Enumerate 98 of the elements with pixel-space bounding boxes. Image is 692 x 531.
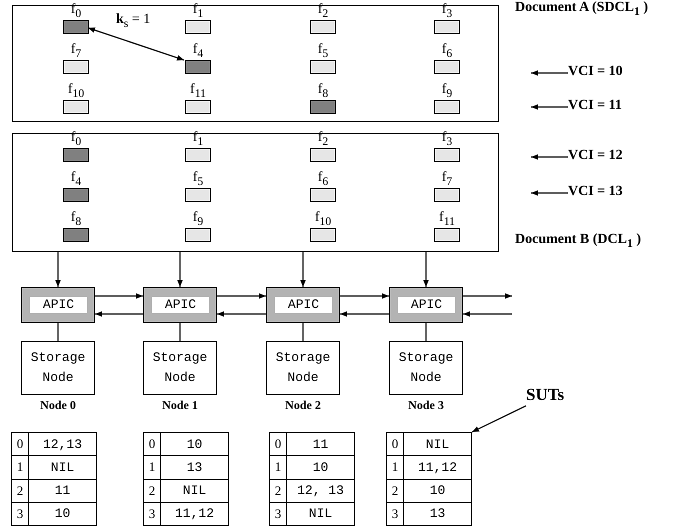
table-cell: 1 — [12, 456, 28, 479]
node-caption: Node 2 — [284, 398, 322, 413]
edge-label: k$_{s}$ = 1 — [116, 12, 150, 30]
arrow — [531, 154, 568, 160]
connector-line — [425, 323, 427, 341]
fragment-label: f$_{5}$ — [316, 43, 330, 61]
table-cell: 13 — [160, 456, 228, 479]
storage-label: Storage Node — [152, 349, 208, 387]
fragment-label: f$_{9}$ — [440, 83, 454, 101]
connector-line — [179, 323, 181, 341]
arrow — [340, 293, 389, 299]
table-cell: 2 — [144, 479, 160, 502]
fragment-label: f$_{5}$ — [192, 171, 204, 189]
arrow — [95, 293, 143, 299]
arrow — [531, 190, 568, 196]
table-cell: 1 — [270, 456, 286, 479]
connector-line — [57, 323, 59, 341]
table-cell: 11 — [286, 432, 354, 456]
fragment-label: f$_{10}$ — [314, 211, 332, 229]
table-cell: 0 — [270, 432, 286, 456]
fragment-label: f$_{8}$ — [316, 83, 330, 101]
fragment-label: f$_{4}$ — [70, 171, 82, 189]
sut-table — [269, 432, 355, 526]
fragment-label: f$_{11}$ — [438, 211, 456, 229]
arrow — [88, 27, 184, 61]
arrow — [95, 311, 143, 317]
table-cell: 11,12 — [160, 502, 228, 526]
table-cell: 3 — [12, 502, 28, 526]
table-cell: 2 — [12, 479, 28, 502]
table-cell: 10 — [404, 479, 472, 502]
arrow — [340, 311, 389, 317]
vci-label: VCI = 10 — [568, 64, 640, 82]
arrow — [423, 252, 429, 287]
table-cell: 3 — [144, 502, 160, 526]
arrow — [217, 293, 266, 299]
table-cell: 1 — [386, 456, 404, 479]
apic-label: APIC — [30, 297, 87, 313]
fragment-label: f$_{6}$ — [440, 43, 454, 61]
table-cell: NIL — [28, 456, 96, 479]
table-cell: 0 — [144, 432, 160, 456]
table-cell: 1 — [144, 456, 160, 479]
table-cell: NIL — [160, 479, 228, 502]
vci-label: VCI = 11 — [568, 98, 640, 116]
arrow — [217, 311, 266, 317]
fragment-label: f$_{10}$ — [66, 83, 86, 101]
apic-box — [389, 287, 463, 323]
table-cell: 11,12 — [404, 456, 472, 479]
document-title: Document A (SDCL$_{1}$ ) — [515, 0, 648, 18]
sut-table — [386, 432, 472, 526]
arrow — [463, 311, 512, 317]
table-cell: 10 — [160, 432, 228, 456]
document-title: Document B (DCL$_{1}$ ) — [515, 232, 641, 250]
vci-label: VCI = 12 — [568, 148, 640, 166]
vci-label: VCI = 13 — [568, 184, 640, 202]
node-caption: Node 1 — [161, 398, 199, 413]
arrow — [55, 252, 61, 287]
table-cell: 13 — [404, 502, 472, 526]
storage-label: Storage Node — [274, 349, 332, 387]
table-cell: 10 — [286, 456, 354, 479]
fragment-label: f$_{4}$ — [192, 43, 204, 61]
table-cell: 3 — [270, 502, 286, 526]
fragment-label: f$_{11}$ — [189, 83, 207, 101]
storage-label: Storage Node — [398, 349, 454, 387]
apic-box — [266, 287, 340, 323]
table-cell: 0 — [12, 432, 28, 456]
callout-label: SUTs — [526, 385, 586, 411]
node-caption: Node 0 — [39, 398, 77, 413]
table-cell: 12, 13 — [286, 479, 354, 502]
apic-label: APIC — [152, 297, 209, 313]
table-cell: NIL — [404, 432, 472, 456]
table-cell: 2 — [270, 479, 286, 502]
table-cell: 3 — [386, 502, 404, 526]
apic-box — [143, 287, 217, 323]
arrow — [531, 70, 568, 76]
arrow — [177, 252, 183, 287]
fragment-label: f$_{9}$ — [192, 211, 204, 229]
arrow — [300, 252, 306, 287]
connector-line — [302, 323, 304, 341]
apic-label: APIC — [275, 297, 332, 313]
leader-line — [472, 405, 526, 433]
arrow — [531, 104, 568, 110]
fragment-label: f$_{7}$ — [70, 43, 82, 61]
table-cell: 2 — [386, 479, 404, 502]
storage-label: Storage Node — [30, 349, 86, 387]
sut-table — [143, 432, 229, 526]
apic-box — [21, 287, 95, 323]
node-caption: Node 3 — [407, 398, 445, 413]
table-cell: NIL — [286, 502, 354, 526]
table-cell: 0 — [386, 432, 404, 456]
fragment-label: f$_{7}$ — [440, 171, 454, 189]
arrow — [463, 293, 512, 299]
table-cell: 10 — [28, 502, 96, 526]
fragment-label: f$_{6}$ — [316, 171, 330, 189]
table-cell: 12,13 — [28, 432, 96, 456]
apic-label: APIC — [398, 297, 455, 313]
fragment-label: f$_{8}$ — [70, 211, 82, 229]
sut-table — [11, 432, 97, 526]
table-cell: 11 — [28, 479, 96, 502]
